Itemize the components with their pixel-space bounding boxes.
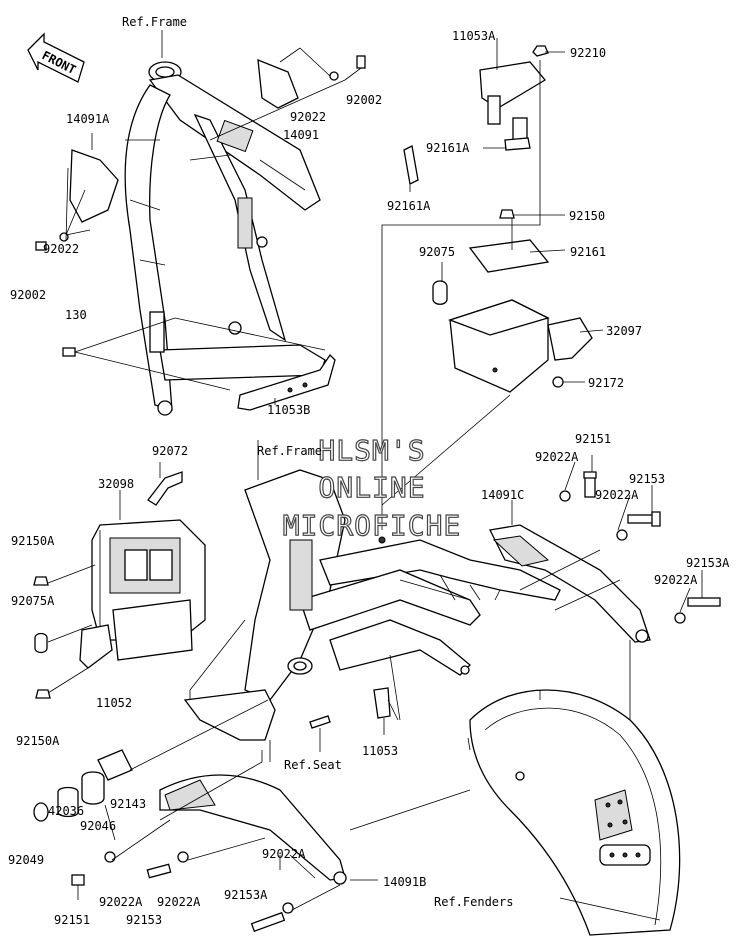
strip-92161A	[403, 145, 419, 185]
label-130: 130	[65, 308, 87, 322]
label-92022-left: 92022	[43, 242, 79, 256]
bolt-92002-top	[344, 55, 366, 81]
label-92002-top: 92002	[346, 93, 382, 107]
watermark-line3: MICROFICHE	[283, 509, 462, 542]
label-92022A-r1: 92022A	[535, 450, 579, 464]
collar-92143	[97, 749, 133, 781]
washer-92022A-r1	[559, 490, 571, 502]
bolt-92153-bot	[146, 863, 172, 879]
rear-frame-drawing	[244, 469, 561, 701]
label-92022A-b3: 92022A	[262, 847, 306, 861]
damper-92075A	[34, 632, 48, 654]
bolt-92150A-bot	[35, 689, 51, 699]
bolt-92002-left	[35, 241, 47, 251]
label-92150: 92150	[569, 209, 605, 223]
bracket-rear-carrier	[183, 689, 276, 741]
gasket-11052	[112, 599, 193, 661]
washer-92022-top	[329, 71, 339, 81]
bolt-92153-right	[627, 511, 661, 527]
label-14091C: 14091C	[481, 488, 524, 502]
bolt-92153A-bot	[250, 911, 286, 933]
watermark-line2: ONLINE	[318, 471, 425, 504]
watermark: HLSM'S ONLINE MICROFICHE	[282, 433, 462, 542]
cover-14091B	[159, 774, 347, 885]
label-92153A-right: 92153A	[686, 556, 730, 570]
bracket-11053	[373, 687, 391, 719]
label-ref-seat: Ref.Seat	[284, 758, 342, 772]
label-92151-bot: 92151	[54, 913, 90, 927]
damper-92075	[432, 280, 448, 305]
bushing-92046	[81, 771, 105, 805]
label-92002-left: 92002	[10, 288, 46, 302]
label-11053A: 11053A	[452, 29, 496, 43]
bracket-11053A	[479, 61, 546, 151]
label-14091B: 14091B	[383, 875, 426, 889]
rear-fender-drawing	[469, 689, 681, 936]
label-92022A-b1: 92022A	[99, 895, 143, 909]
bushing-42036	[57, 786, 79, 818]
bracket-11052b	[79, 624, 113, 669]
label-92022A-r3: 92022A	[654, 573, 698, 587]
label-92075: 92075	[419, 245, 455, 259]
label-42036: 42036	[48, 804, 84, 818]
front-arrow-icon: FRONT	[27, 32, 85, 83]
label-11052: 11052	[96, 696, 132, 710]
bolt-92150A-top	[33, 576, 49, 586]
label-92022A-r2: 92022A	[595, 488, 639, 502]
part-labels: Ref.Frame 11053A 92210 92002 92022 14091…	[8, 15, 730, 927]
label-92210: 92210	[570, 46, 606, 60]
bolt-130	[62, 347, 76, 357]
bracket-11053B	[237, 353, 336, 411]
label-92022A-b2: 92022A	[157, 895, 201, 909]
label-92153-right: 92153	[629, 472, 665, 486]
label-92150A-bot: 92150A	[16, 734, 60, 748]
washer-92022A-b2	[177, 851, 189, 863]
label-32098: 32098	[98, 477, 134, 491]
label-92161A-a: 92161A	[426, 141, 470, 155]
ring-92049	[33, 802, 49, 822]
label-92046: 92046	[80, 819, 116, 833]
bolt-92150	[499, 209, 515, 219]
label-92049: 92049	[8, 853, 44, 867]
label-14091A: 14091A	[66, 112, 110, 126]
pad-92161	[468, 239, 550, 273]
bolt-92151-bot	[71, 874, 85, 886]
label-92150A-top: 92150A	[11, 534, 55, 548]
label-92161: 92161	[570, 245, 606, 259]
washer-92022A-b1	[104, 851, 116, 863]
bolt-92153A-right	[687, 597, 721, 607]
label-11053B: 11053B	[267, 403, 310, 417]
label-92153-bot: 92153	[126, 913, 162, 927]
label-92022-top: 92022	[290, 110, 326, 124]
washer-92172	[552, 376, 564, 388]
bolt-ref-seat	[309, 715, 331, 729]
strip-92072	[147, 471, 183, 506]
label-92172: 92172	[588, 376, 624, 390]
washer-92022A-b3	[282, 902, 294, 914]
label-92161A-b: 92161A	[387, 199, 431, 213]
nut-92210	[532, 45, 549, 57]
label-92143: 92143	[110, 797, 146, 811]
label-14091: 14091	[283, 128, 319, 142]
cover-14091C	[489, 524, 651, 643]
label-ref-fenders: Ref.Fenders	[434, 895, 513, 909]
label-11053: 11053	[362, 744, 398, 758]
label-ref-frame-top: Ref.Frame	[122, 15, 187, 29]
label-32097: 32097	[606, 324, 642, 338]
label-92075A: 92075A	[11, 594, 55, 608]
main-frame-drawing	[124, 61, 326, 416]
washer-92022A-r3	[674, 612, 686, 624]
cover-14091	[257, 58, 299, 109]
label-92072: 92072	[152, 444, 188, 458]
label-ref-frame-mid: Ref.Frame	[257, 444, 322, 458]
cover-14091A	[69, 149, 119, 223]
washer-92022-left	[59, 232, 69, 242]
label-92153A-bot: 92153A	[224, 888, 268, 902]
washer-92022A-r2	[616, 529, 628, 541]
label-92151-right: 92151	[575, 432, 611, 446]
battery-case-32097	[448, 299, 593, 393]
watermark-line1: HLSM'S	[318, 434, 425, 467]
